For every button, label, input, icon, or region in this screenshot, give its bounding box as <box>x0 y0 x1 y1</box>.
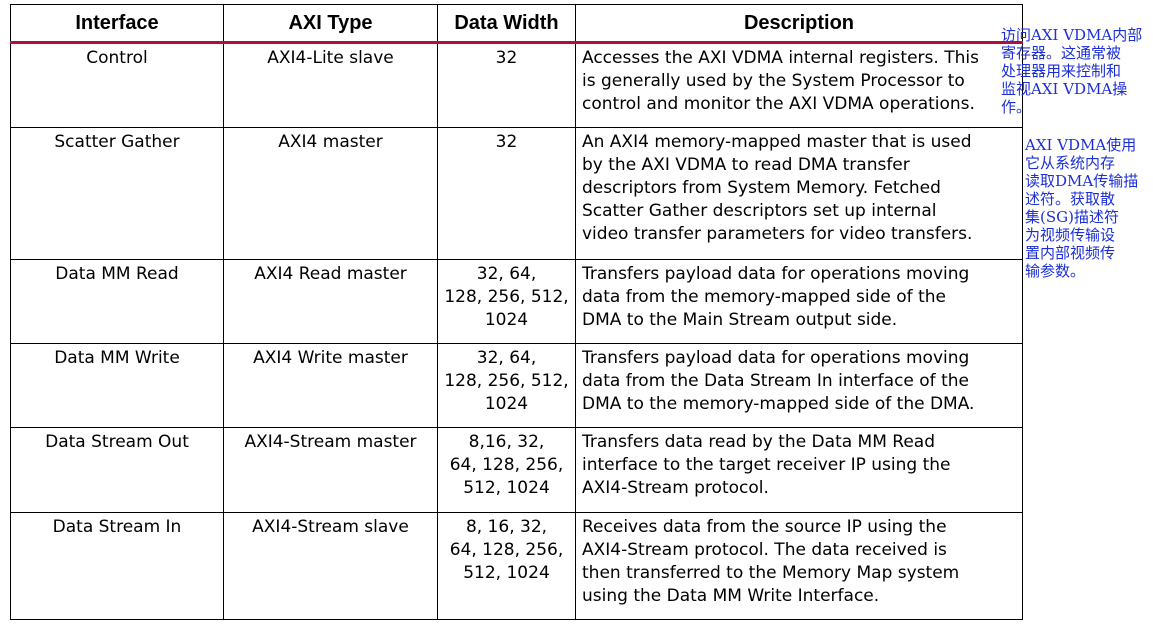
cell-data-width: 8, 16, 32, 64, 128, 256, 512, 1024 <box>437 512 576 620</box>
cell-description: Transfers payload data for operations mo… <box>575 259 1023 344</box>
cell-data-width: 32, 64, 128, 256, 512, 1024 <box>437 259 576 344</box>
description-line: using the Data MM Write Interface. <box>582 586 880 606</box>
description-line: Transfers data read by the Data MM Read <box>582 432 936 452</box>
data-width-line: 32, 64, <box>476 264 537 284</box>
annotation-control: 访问AXI VDMA内部 寄存器。这通常被 处理器用来控制和 监视AXI VDM… <box>1001 26 1143 116</box>
cell-data-width: 32 <box>437 42 576 128</box>
header-description: Description <box>575 4 1023 44</box>
description-line: Accesses the AXI VDMA internal registers… <box>582 48 979 68</box>
cell-data-width: 32, 64, 128, 256, 512, 1024 <box>437 343 576 428</box>
description-line: control and monitor the AXI VDMA operati… <box>582 94 975 114</box>
cell-interface: Data MM Write <box>10 343 224 428</box>
description-line: Receives data from the source IP using t… <box>582 517 947 537</box>
cell-axi-type: AXI4 master <box>223 127 438 260</box>
description-line: Transfers payload data for operations mo… <box>582 264 970 284</box>
data-width-line: 128, 256, 512, <box>444 287 569 307</box>
cell-axi-type: AXI4 Write master <box>223 343 438 428</box>
data-width-line: 8, 16, 32, <box>465 517 548 537</box>
data-width-line: 128, 256, 512, <box>444 371 569 391</box>
description-line: AXI4-Stream protocol. <box>582 478 769 498</box>
data-width-line: 32, 64, <box>476 348 537 368</box>
data-width-line: 64, 128, 256, <box>449 455 564 475</box>
cell-axi-type: AXI4 Read master <box>223 259 438 344</box>
cell-description: Transfers payload data for operations mo… <box>575 343 1023 428</box>
description-line: An AXI4 memory-mapped master that is use… <box>582 132 972 152</box>
header-data-width: Data Width <box>437 4 576 44</box>
header-interface: Interface <box>10 4 224 44</box>
cell-axi-type: AXI4-Stream slave <box>223 512 438 620</box>
description-line: descriptors from System Memory. Fetched <box>582 178 941 198</box>
cell-interface: Scatter Gather <box>10 127 224 260</box>
cell-description: An AXI4 memory-mapped master that is use… <box>575 127 1023 260</box>
description-line: data from the Data Stream In interface o… <box>582 371 969 391</box>
cell-interface: Data Stream In <box>10 512 224 620</box>
data-width-line: 512, 1024 <box>463 563 550 583</box>
description-line: then transferred to the Memory Map syste… <box>582 563 960 583</box>
cell-description: Receives data from the source IP using t… <box>575 512 1023 620</box>
description-line: DMA to the Main Stream output side. <box>582 310 898 330</box>
data-width-line: 512, 1024 <box>463 478 550 498</box>
description-line: video transfer parameters for video tran… <box>582 224 973 244</box>
cell-data-width: 8,16, 32, 64, 128, 256, 512, 1024 <box>437 427 576 513</box>
description-line: by the AXI VDMA to read DMA transfer <box>582 155 910 175</box>
header-axi-type: AXI Type <box>223 4 438 44</box>
description-line: AXI4-Stream protocol. The data received … <box>582 540 947 560</box>
data-width-line: 8,16, 32, <box>468 432 545 452</box>
cell-axi-type: AXI4-Lite slave <box>223 42 438 128</box>
description-line: interface to the target receiver IP usin… <box>582 455 951 475</box>
header-row: Interface AXI Type Data Width Descriptio… <box>10 4 1023 44</box>
description-line: Scatter Gather descriptors set up intern… <box>582 201 937 221</box>
description-line: data from the memory-mapped side of the <box>582 287 946 307</box>
data-width-line: 1024 <box>484 310 529 330</box>
data-width-line: 1024 <box>484 394 529 414</box>
description-line: DMA to the memory-mapped side of the DMA… <box>582 394 975 414</box>
cell-interface: Control <box>10 42 224 128</box>
cell-interface: Data Stream Out <box>10 427 224 513</box>
data-width-line: 32 <box>495 48 518 68</box>
cell-description: Accesses the AXI VDMA internal registers… <box>575 42 1023 128</box>
cell-data-width: 32 <box>437 127 576 260</box>
interface-table: Interface AXI Type Data Width Descriptio… <box>10 4 1023 620</box>
cell-description: Transfers data read by the Data MM Read i… <box>575 427 1023 513</box>
description-line: Transfers payload data for operations mo… <box>582 348 970 368</box>
description-line: is generally used by the System Processo… <box>582 71 965 91</box>
data-width-line: 32 <box>495 132 518 152</box>
annotation-scatter-gather: AXI VDMA使用 它从系统内存 读取DMA传输描 述符。获取散 集(SG)描… <box>1025 136 1139 280</box>
cell-axi-type: AXI4-Stream master <box>223 427 438 513</box>
data-width-line: 64, 128, 256, <box>449 540 564 560</box>
cell-interface: Data MM Read <box>10 259 224 344</box>
